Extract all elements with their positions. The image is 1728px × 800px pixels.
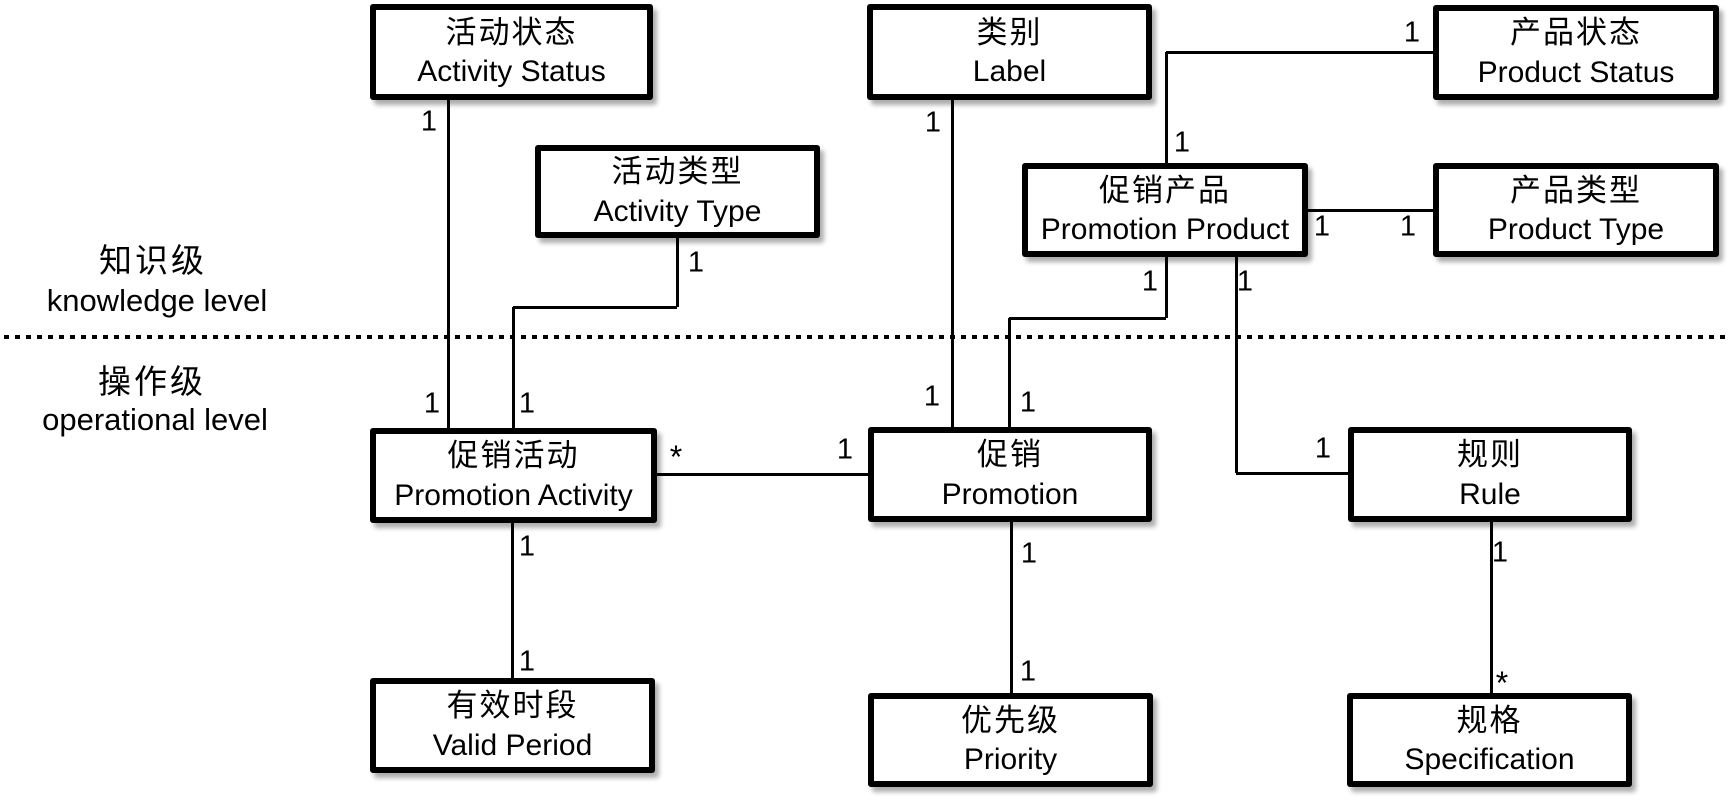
operational-level-label-zh: 操作级	[98, 363, 206, 400]
multiplicity-label: 1	[423, 387, 441, 420]
connector-promotion-activity--valid-period	[510, 523, 514, 678]
entity-name-zh: 活动状态	[445, 14, 578, 50]
entity-name-zh: 优先级	[961, 702, 1060, 738]
entity-name-zh: 产品状态	[1510, 15, 1642, 51]
entity-name-en: Specification	[1404, 743, 1575, 777]
connector-promotion-product--product-status	[1166, 50, 1433, 54]
entity-name-zh: 产品类型	[1510, 172, 1642, 208]
multiplicity-label: 1	[518, 645, 536, 678]
connector-promotion-product--product-type	[1308, 208, 1433, 212]
entity-label: 类别 Label	[867, 4, 1152, 100]
entity-activity-type: 活动类型 Activity Type	[535, 145, 820, 238]
entity-name-en: Valid Period	[432, 728, 593, 762]
connector-promotion-product--promotion	[1007, 318, 1011, 427]
connector-activity-type--promotion-activity	[511, 307, 515, 428]
connector-promotion-activity--promotion	[657, 472, 868, 476]
entity-activity-status: 活动状态 Activity Status	[370, 4, 653, 100]
entity-name-zh: 促销产品	[1099, 172, 1231, 208]
multiplicity-label: 1	[1173, 126, 1191, 159]
multiplicity-label: 1	[1399, 210, 1417, 243]
multiplicity-label: 1	[1491, 536, 1509, 569]
multiplicity-label: *	[1495, 665, 1509, 702]
entity-name-zh: 促销活动	[447, 438, 580, 474]
multiplicity-label: 1	[1141, 265, 1159, 298]
entity-promotion: 促销 Promotion	[868, 427, 1152, 522]
entity-name-en: Activity Status	[417, 55, 606, 89]
entity-name-zh: 规则	[1457, 437, 1523, 473]
knowledge-level-label-en: knowledge level	[46, 283, 268, 318]
connector-promotion-product--promotion	[1164, 257, 1168, 318]
entity-name-en: Product Type	[1487, 213, 1665, 247]
multiplicity-label: 1	[1020, 537, 1038, 570]
knowledge-level-label-zh: 知识级	[99, 242, 207, 279]
entity-promotion-product: 促销产品 Promotion Product	[1022, 163, 1308, 257]
connector-promotion--priority	[1009, 522, 1013, 693]
entity-name-en: Label	[972, 55, 1047, 89]
multiplicity-label: 1	[1313, 210, 1331, 243]
entity-name-en: Promotion	[941, 477, 1079, 511]
multiplicity-label: 1	[836, 433, 854, 466]
connector-activity-status--promotion-activity	[446, 100, 450, 428]
entity-rule: 规则 Rule	[1348, 427, 1632, 522]
entity-product-status: 产品状态 Product Status	[1433, 5, 1719, 100]
multiplicity-label: *	[669, 439, 683, 476]
connector-activity-type--promotion-activity	[513, 305, 677, 309]
entity-name-en: Product Status	[1477, 55, 1675, 89]
entity-name-zh: 有效时段	[446, 688, 579, 724]
entity-priority: 优先级 Priority	[868, 693, 1153, 787]
level-separator-dotted-line	[4, 335, 1728, 339]
multiplicity-label: 1	[1019, 386, 1037, 419]
multiplicity-label: 1	[1236, 265, 1254, 298]
entity-specification: 规格 Specification	[1347, 693, 1632, 787]
multiplicity-label: 1	[1314, 432, 1332, 465]
multiplicity-label: 1	[1403, 16, 1421, 49]
multiplicity-label: 1	[420, 105, 438, 138]
entity-product-type: 产品类型 Product Type	[1433, 163, 1719, 257]
entity-valid-period: 有效时段 Valid Period	[370, 678, 655, 773]
entity-name-en: Promotion Product	[1040, 213, 1290, 247]
multiplicity-label: 1	[518, 530, 536, 563]
multiplicity-label: 1	[687, 246, 705, 279]
connector-label--promotion	[950, 100, 954, 427]
entity-name-en: Priority	[963, 743, 1058, 777]
entity-name-en: Promotion Activity	[394, 478, 633, 512]
connector-promotion-product--rule	[1234, 257, 1238, 473]
connector-rule--specification	[1489, 522, 1493, 693]
multiplicity-label: 1	[1019, 655, 1037, 688]
entity-promotion-activity: 促销活动 Promotion Activity	[370, 428, 657, 523]
connector-activity-type--promotion-activity	[675, 238, 679, 307]
multiplicity-label: 1	[924, 106, 942, 139]
multiplicity-label: 1	[518, 387, 536, 420]
entity-name-zh: 促销	[977, 437, 1043, 473]
connector-promotion-product--promotion	[1009, 316, 1166, 320]
connector-promotion-product--rule	[1236, 471, 1348, 475]
entity-name-zh: 活动类型	[611, 154, 744, 190]
entity-name-zh: 规格	[1456, 702, 1523, 738]
connector-promotion-product--product-status	[1164, 52, 1168, 163]
entity-name-zh: 类别	[976, 14, 1043, 50]
entity-name-en: Activity Type	[593, 194, 762, 228]
multiplicity-label: 1	[923, 380, 941, 413]
entity-name-en: Rule	[1459, 477, 1521, 511]
operational-level-label-en: operational level	[42, 402, 268, 437]
